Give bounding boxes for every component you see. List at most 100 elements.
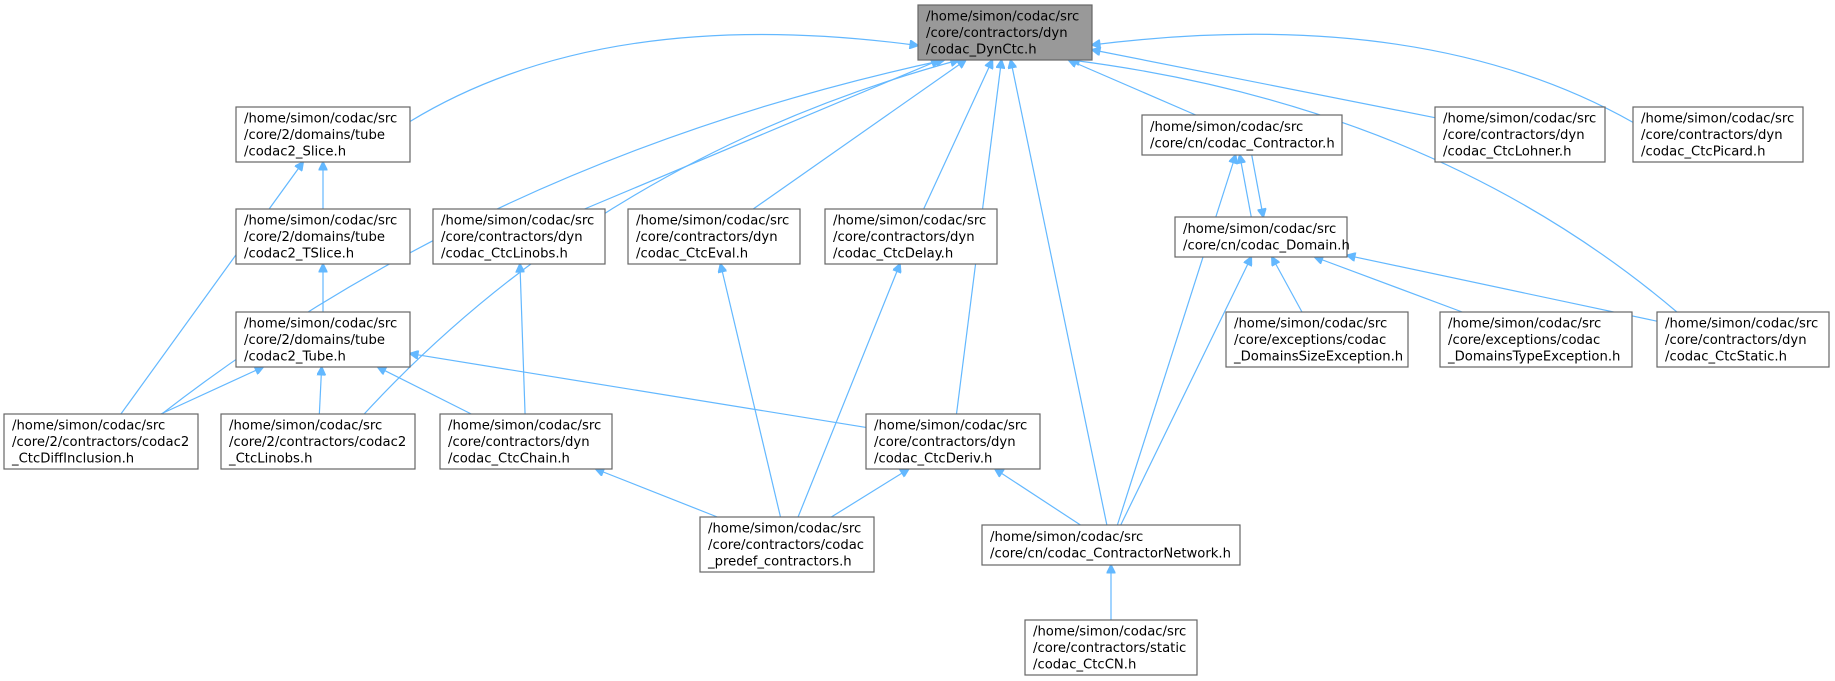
node-predef[interactable]: /home/simon/codac/src/core/contractors/c… xyxy=(699,516,875,573)
node-slice-label-line: /home/simon/codac/src xyxy=(244,111,397,126)
node-delay-box xyxy=(824,208,998,265)
edge-cnet-to-contractor xyxy=(1116,155,1235,526)
node-cnet-label-line: /home/simon/codac/src xyxy=(990,530,1143,545)
edge-deriv-to-tube xyxy=(410,354,867,429)
node-ctccn[interactable]: /home/simon/codac/src/core/contractors/s… xyxy=(1024,619,1198,676)
node-linobs[interactable]: /home/simon/codac/src/core/contractors/d… xyxy=(432,208,606,265)
node-dynctc[interactable]: /home/simon/codac/src/core/contractors/d… xyxy=(917,4,1093,61)
node-ctccn-box xyxy=(1024,619,1198,676)
node-linobs2-label-line: /home/simon/codac/src xyxy=(229,418,382,433)
node-dynctc-box xyxy=(917,4,1093,61)
node-tslice[interactable]: /home/simon/codac/src/core/2/domains/tub… xyxy=(235,208,411,265)
edge-chain-to-tube xyxy=(378,367,472,415)
edge-picard-to-dynctc xyxy=(1092,33,1634,123)
edge-layer xyxy=(120,33,1678,620)
node-tube-label-line: /core/2/domains/tube xyxy=(244,333,385,348)
node-predef-box xyxy=(699,516,875,573)
node-contractor[interactable]: /home/simon/codac/src/core/cn/codac_Cont… xyxy=(1141,114,1343,156)
node-chain[interactable]: /home/simon/codac/src/core/contractors/d… xyxy=(439,413,613,470)
node-sizeexc[interactable]: /home/simon/codac/src/core/exceptions/co… xyxy=(1225,311,1409,368)
node-domain-box xyxy=(1174,216,1348,258)
node-linobs-box xyxy=(432,208,606,265)
edge-predef-to-chain xyxy=(596,469,718,518)
node-tube[interactable]: /home/simon/codac/src/core/2/domains/tub… xyxy=(235,311,411,368)
node-dynctc-label-line: /core/contractors/dyn xyxy=(926,26,1068,41)
node-eval-label-line: /home/simon/codac/src xyxy=(636,213,789,228)
edge-diffincl-to-slice xyxy=(120,162,303,415)
node-domain-label-line: /home/simon/codac/src xyxy=(1183,222,1336,237)
node-typeexc-box xyxy=(1439,311,1633,368)
node-predef-label-line: /home/simon/codac/src xyxy=(708,521,861,536)
edge-slice-to-dynctc xyxy=(409,33,918,123)
node-typeexc-label-line: /home/simon/codac/src xyxy=(1448,316,1601,331)
edge-chain-to-linobs xyxy=(520,264,526,415)
edge-linobs2-to-tube xyxy=(319,367,321,415)
edge-typeexc-to-domain xyxy=(1315,257,1463,313)
node-slice[interactable]: /home/simon/codac/src/core/2/domains/tub… xyxy=(235,106,411,163)
edge-lohner-to-dynctc xyxy=(1092,50,1436,119)
node-static-label-line: /codac_CtcStatic.h xyxy=(1665,349,1787,364)
edge-cnet-to-dynctc xyxy=(1011,60,1108,526)
node-domain-label-line: /core/cn/codac_Domain.h xyxy=(1183,239,1350,254)
node-linobs2-label-line: /core/2/contractors/codac2 xyxy=(229,435,406,450)
edge-cnet-to-domain xyxy=(1120,257,1252,526)
node-picard[interactable]: /home/simon/codac/src/core/contractors/d… xyxy=(1632,106,1804,163)
node-picard-label-line: /codac_CtcPicard.h xyxy=(1641,144,1765,159)
node-sizeexc-label-line: _DomainsSizeException.h xyxy=(1233,349,1403,364)
node-tube-label-line: /home/simon/codac/src xyxy=(244,316,397,331)
node-linobs-label-line: /home/simon/codac/src xyxy=(441,213,594,228)
node-diffincl-box xyxy=(3,413,199,470)
node-diffincl-label-line: _CtcDiffInclusion.h xyxy=(11,451,134,466)
node-slice-label-line: /core/2/domains/tube xyxy=(244,128,385,143)
node-diffincl-label-line: /home/simon/codac/src xyxy=(12,418,165,433)
node-linobs2[interactable]: /home/simon/codac/src/core/2/contractors… xyxy=(220,413,416,470)
edge-static-to-domain xyxy=(1347,255,1658,322)
node-static[interactable]: /home/simon/codac/src/core/contractors/d… xyxy=(1656,311,1830,368)
node-linobs2-label-line: _CtcLinobs.h xyxy=(228,451,312,466)
edge-contractor-to-dynctc xyxy=(1069,60,1196,116)
node-deriv-label-line: /core/contractors/dyn xyxy=(874,435,1016,450)
node-delay-label-line: /codac_CtcDelay.h xyxy=(833,246,953,261)
node-deriv-label-line: /codac_CtcDeriv.h xyxy=(874,451,992,466)
node-linobs-label-line: /codac_CtcLinobs.h xyxy=(441,246,568,261)
node-typeexc[interactable]: /home/simon/codac/src/core/exceptions/co… xyxy=(1439,311,1633,368)
node-slice-box xyxy=(235,106,411,163)
node-lohner[interactable]: /home/simon/codac/src/core/contractors/d… xyxy=(1434,106,1606,163)
node-sizeexc-label-line: /home/simon/codac/src xyxy=(1234,316,1387,331)
node-eval-label-line: /core/contractors/dyn xyxy=(636,230,778,245)
edge-eval-to-dynctc xyxy=(752,60,966,210)
node-cnet[interactable]: /home/simon/codac/src/core/cn/codac_Cont… xyxy=(981,524,1241,566)
node-lohner-box xyxy=(1434,106,1606,163)
node-layer: /home/simon/codac/src/core/contractors/d… xyxy=(3,4,1830,676)
node-contractor-label-line: /core/cn/codac_Contractor.h xyxy=(1150,137,1335,152)
node-contractor-box xyxy=(1141,114,1343,156)
node-chain-label-line: /home/simon/codac/src xyxy=(448,418,601,433)
node-sizeexc-box xyxy=(1225,311,1409,368)
node-tube-box xyxy=(235,311,411,368)
node-delay[interactable]: /home/simon/codac/src/core/contractors/d… xyxy=(824,208,998,265)
edge-delay-to-dynctc xyxy=(923,60,993,210)
edge-predef-to-deriv xyxy=(831,469,908,518)
edge-sizeexc-to-domain xyxy=(1272,257,1303,313)
node-static-label-line: /core/contractors/dyn xyxy=(1665,333,1807,348)
node-cnet-box xyxy=(981,524,1241,566)
node-chain-label-line: /codac_CtcChain.h xyxy=(448,451,570,466)
node-dynctc-label-line: /codac_DynCtc.h xyxy=(926,42,1037,57)
node-eval-label-line: /codac_CtcEval.h xyxy=(636,246,748,261)
node-tslice-label-line: /codac2_TSlice.h xyxy=(244,246,354,261)
node-deriv-box xyxy=(865,413,1041,470)
node-static-box xyxy=(1656,311,1830,368)
node-deriv[interactable]: /home/simon/codac/src/core/contractors/d… xyxy=(865,413,1041,470)
node-tslice-label-line: /core/2/domains/tube xyxy=(244,230,385,245)
node-typeexc-label-line: /core/exceptions/codac xyxy=(1448,333,1600,348)
node-tube-label-line: /codac2_Tube.h xyxy=(244,349,346,364)
node-tslice-box xyxy=(235,208,411,265)
node-chain-box xyxy=(439,413,613,470)
node-diffincl[interactable]: /home/simon/codac/src/core/2/contractors… xyxy=(3,413,199,470)
node-slice-label-line: /codac2_Slice.h xyxy=(244,144,346,159)
edge-linobs-to-dynctc xyxy=(584,60,940,210)
node-lohner-label-line: /codac_CtcLohner.h xyxy=(1443,144,1571,159)
node-domain[interactable]: /home/simon/codac/src/core/cn/codac_Doma… xyxy=(1174,216,1350,258)
node-eval[interactable]: /home/simon/codac/src/core/contractors/d… xyxy=(627,208,801,265)
